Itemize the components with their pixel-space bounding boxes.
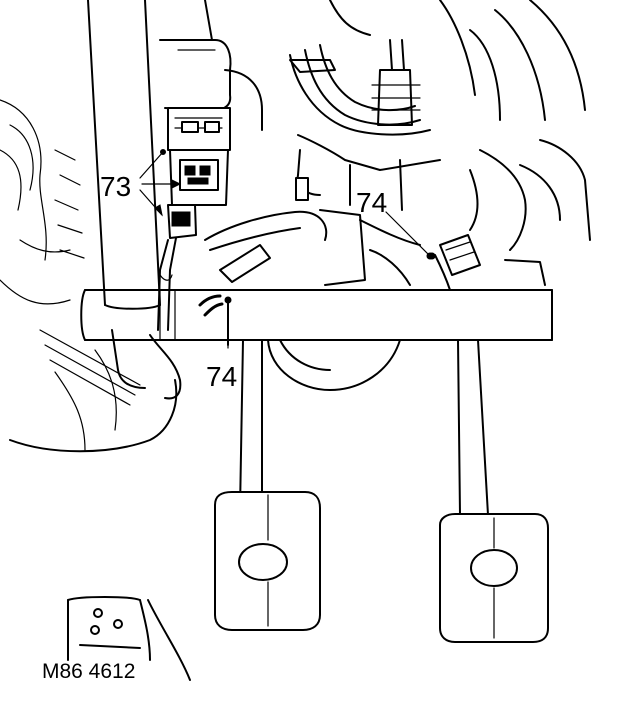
left-bulkhead-detail	[0, 99, 178, 453]
right-pedal-arm	[457, 339, 489, 516]
booster-body	[267, 339, 401, 391]
left-pedal-arm	[239, 339, 263, 511]
upper-mechanism	[204, 0, 591, 286]
pedal-cross-shaft	[80, 289, 553, 346]
callout-73: 73	[100, 171, 131, 202]
callout-74-lower: 74	[206, 361, 237, 392]
steering-column-housing	[87, 0, 232, 400]
left-pedal-pad	[214, 491, 321, 631]
callout-74-upper: 74	[356, 187, 387, 218]
right-pedal-pad	[439, 513, 549, 643]
switch-bracket-assembly	[157, 107, 231, 331]
right-pedal-switch	[428, 234, 481, 291]
figure-reference: M86 4612	[42, 660, 135, 683]
orientation-symbol	[67, 596, 191, 681]
callout-leaders	[139, 149, 434, 349]
